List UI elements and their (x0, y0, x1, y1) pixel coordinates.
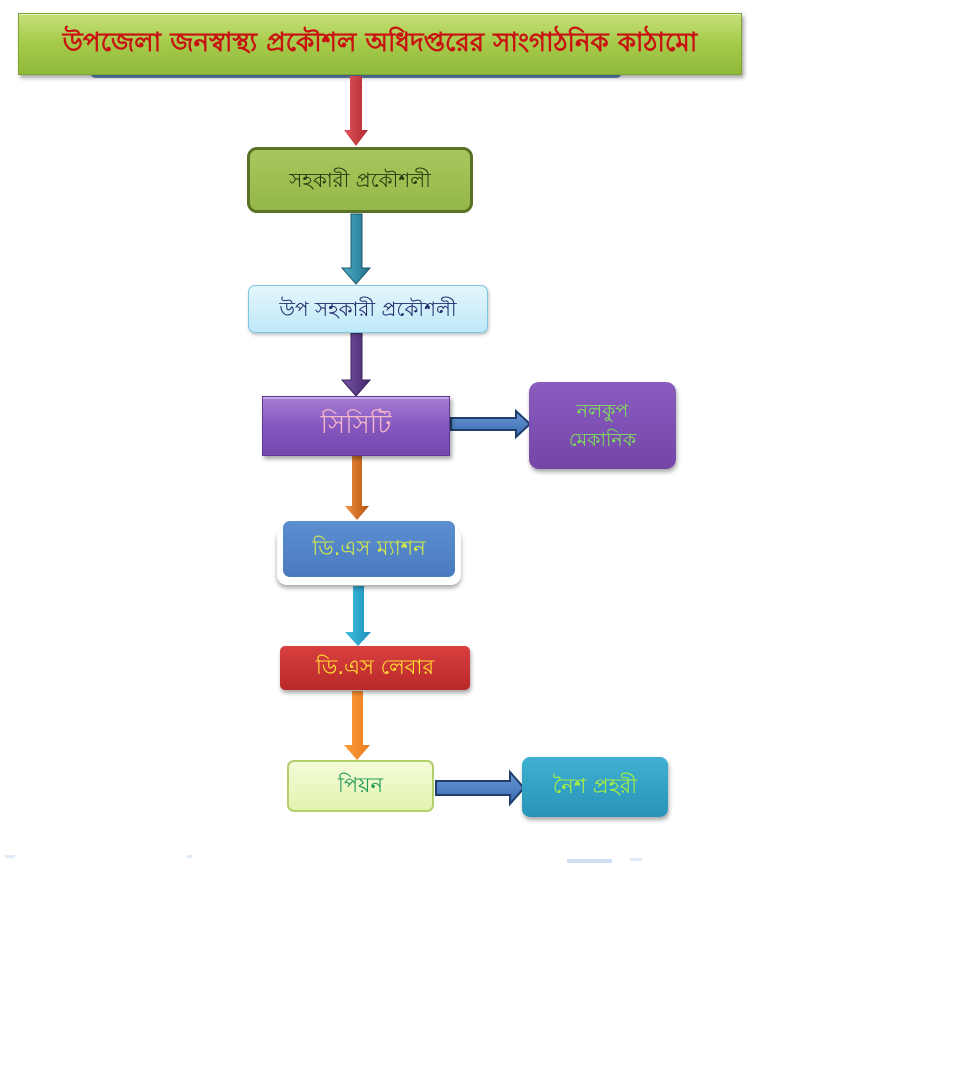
diagram-title-text: উপজেলা জনস্বাস্থ্য প্রকৌশল অধিদপ্তরের সা… (62, 28, 698, 59)
node-tubewell-mechanic-label-line2: মেকানিক (568, 428, 637, 451)
arrow-cct-to-tubewell-mechanic (450, 408, 532, 440)
node-night-guard: নৈশ প্রহরী (522, 757, 668, 817)
arrow-cct-to-ds-mason (345, 456, 369, 520)
node-ds-mason: ডি.এস ম্যাশন (283, 521, 455, 577)
node-sub-assistant-engineer-label: উপ সহকারী প্রকৌশলী (279, 297, 457, 321)
arrow-title-to-assistant-engineer (344, 76, 368, 146)
node-ds-labour: ডি.এস লেবার (280, 646, 470, 690)
faint-artifact (5, 855, 15, 858)
node-night-guard-label: নৈশ প্রহরী (552, 774, 638, 799)
node-tubewell-mechanic-label-line1: নলকুপ (576, 399, 629, 422)
node-cct-label: সিসিটি (320, 410, 392, 441)
node-ds-mason-label: ডি.এস ম্যাশন (312, 536, 426, 561)
arrow-assistant-to-sub-assistant (340, 213, 372, 285)
faint-artifact (630, 858, 642, 861)
node-tubewell-mechanic: নলকুপ মেকানিক (529, 382, 676, 469)
arrow-peon-to-night-guard (435, 769, 526, 807)
node-peon: পিয়ন (287, 760, 434, 812)
faint-artifact (567, 859, 612, 863)
node-assistant-engineer-label: সহকারী প্রকৌশলী (289, 168, 431, 192)
node-sub-assistant-engineer: উপ সহকারী প্রকৌশলী (248, 285, 488, 333)
node-ds-labour-label: ডি.এস লেবার (315, 655, 435, 680)
node-assistant-engineer: সহকারী প্রকৌশলী (247, 147, 473, 213)
arrow-ds-mason-to-ds-labour (345, 586, 371, 646)
faint-artifact (187, 855, 192, 858)
node-cct: সিসিটি (262, 396, 450, 456)
diagram-title: উপজেলা জনস্বাস্থ্য প্রকৌশল অধিদপ্তরের সা… (18, 13, 742, 75)
arrow-ds-labour-to-peon (344, 691, 370, 760)
arrow-sub-assistant-to-cct (340, 332, 372, 397)
node-peon-label: পিয়ন (337, 773, 384, 798)
